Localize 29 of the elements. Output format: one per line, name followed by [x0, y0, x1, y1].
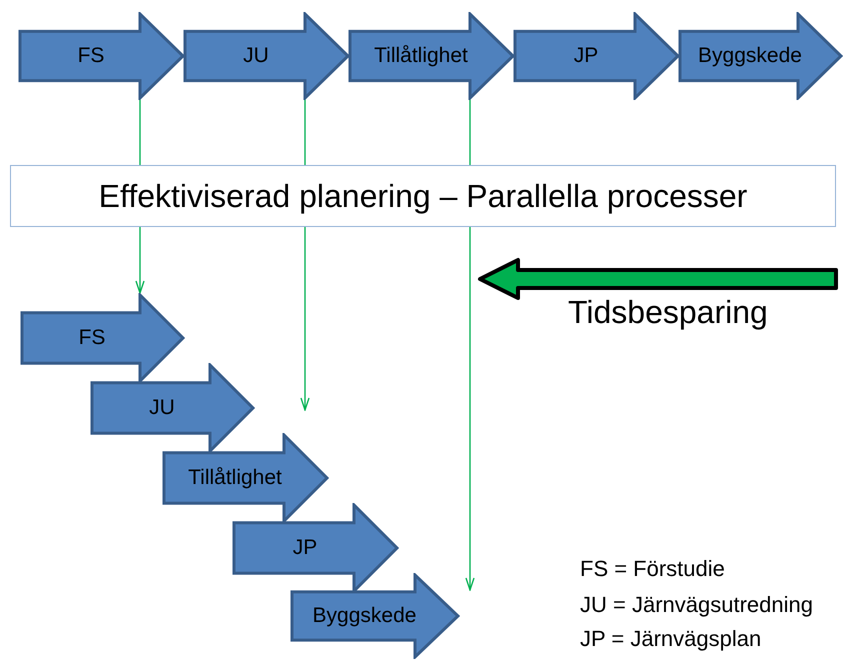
- process-label: JP: [574, 44, 598, 68]
- banner-text: Effektiviserad planering – Parallella processer: [98, 178, 748, 214]
- process-label: FS: [78, 326, 106, 350]
- process-step: [183, 12, 350, 100]
- process-step: [162, 433, 329, 523]
- process-label: Tillåtlighet: [188, 466, 282, 490]
- process-step: [90, 363, 255, 453]
- banner-box: [10, 165, 836, 227]
- process-label: Byggskede: [698, 44, 802, 68]
- abbreviation-note: JU = Järnvägsutredning: [580, 592, 813, 618]
- abbreviation-note: JP = Järnvägsplan: [580, 626, 762, 652]
- time-saving-label: Tidsbesparing: [568, 294, 768, 331]
- process-step: [513, 12, 680, 100]
- process-label: Byggskede: [312, 604, 416, 628]
- process-step: [290, 573, 460, 659]
- abbreviation-note: FS = Förstudie: [580, 556, 725, 582]
- process-label: Tillåtlighet: [374, 44, 468, 68]
- arrow: [135, 226, 145, 294]
- process-label: JP: [292, 536, 318, 560]
- process-step: [20, 293, 185, 383]
- process-label: FS: [78, 44, 104, 68]
- process-label: JU: [149, 396, 175, 420]
- process-step: [678, 12, 843, 100]
- arrow: [465, 226, 475, 591]
- process-step: [18, 12, 185, 100]
- process-step: [232, 503, 399, 593]
- process-label: JU: [243, 44, 269, 68]
- arrow: [300, 226, 310, 411]
- process-step: [348, 12, 515, 100]
